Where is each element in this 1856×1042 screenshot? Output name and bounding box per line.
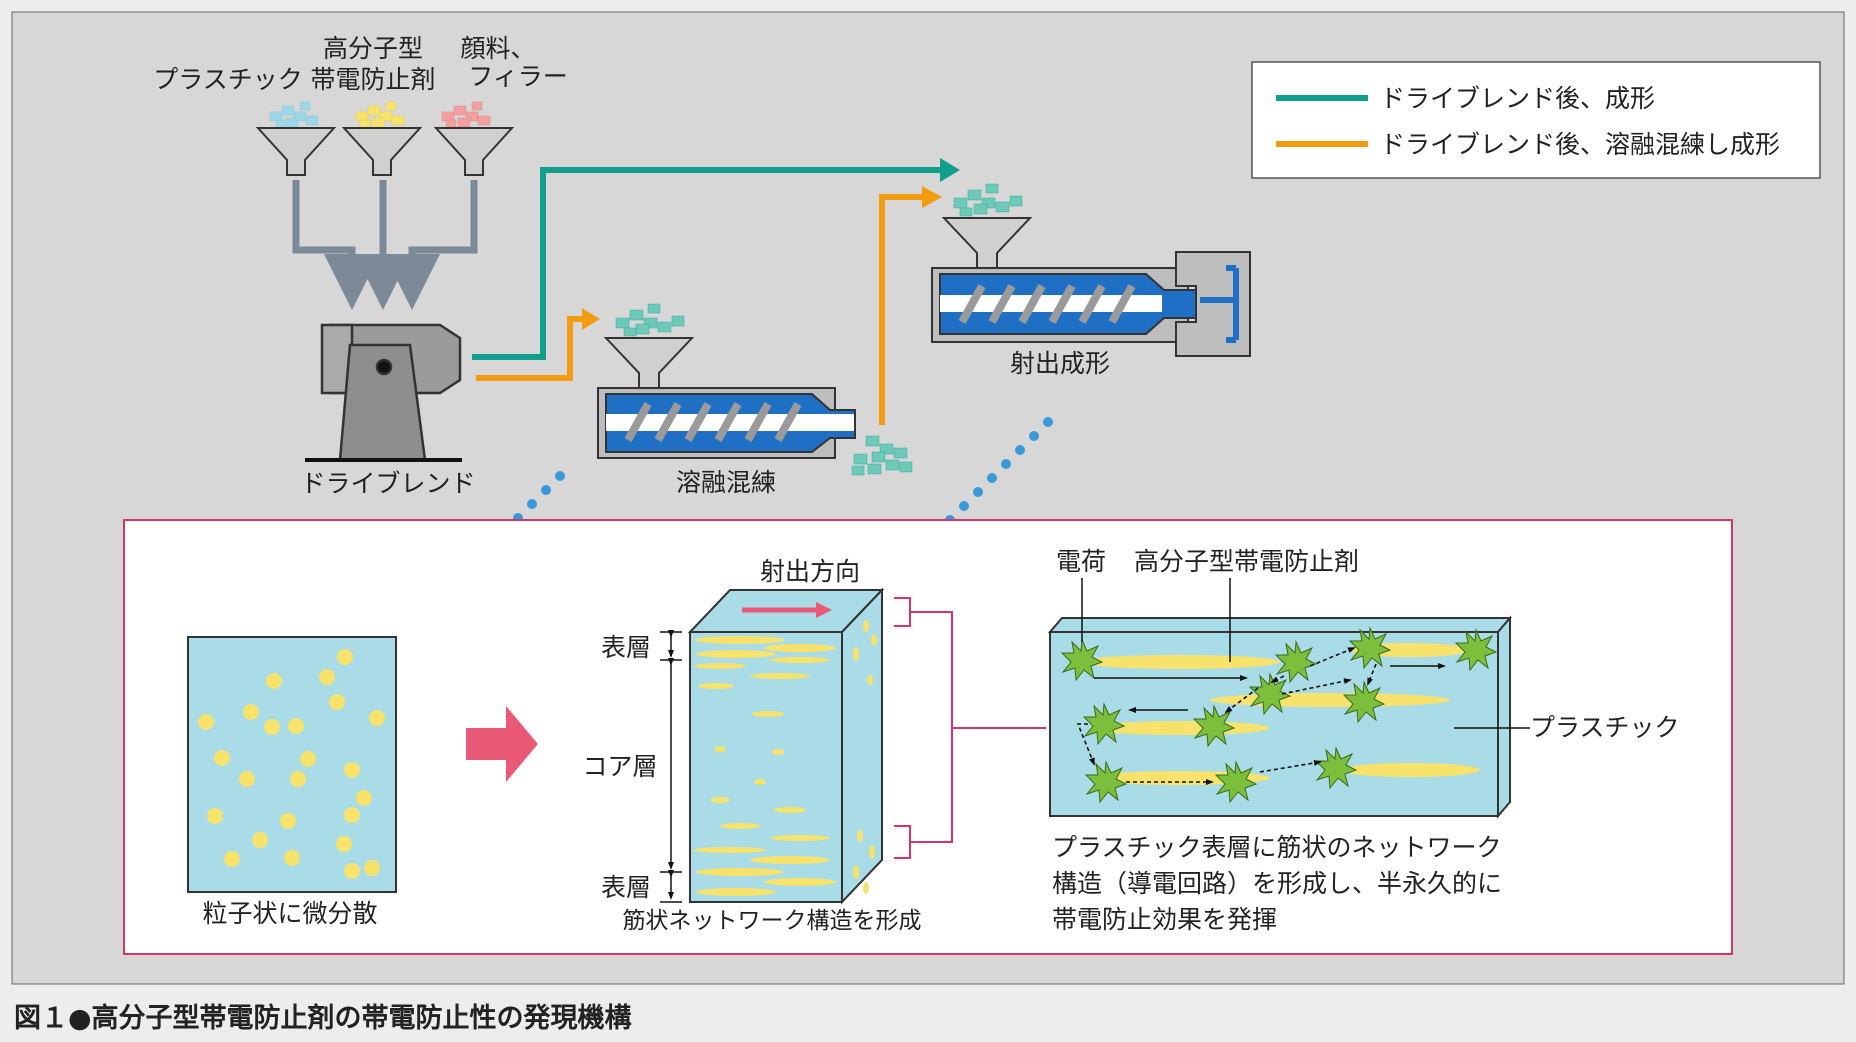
hopper-antistatic [341,127,423,176]
network-caption: 筋状ネットワーク構造を形成 [623,908,922,934]
surface-bottom-label: 表層 [601,873,651,902]
orange-flow-line-1 [476,316,585,381]
surface-top-label: 表層 [601,633,651,662]
injection-direction-label: 射出方向 [760,557,860,586]
zoom-label-leaders [1081,578,1530,729]
melt-kneader-machine [597,387,856,459]
input-antistatic-label-1: 高分子型 [323,34,423,63]
charge-markers [1060,626,1498,804]
kneader-input-pellets [615,303,685,337]
charge-label: 電荷 [1056,547,1106,576]
antistatic-agent-label: 高分子型帯電防止剤 [1134,547,1359,576]
hopper-plastic [255,127,337,176]
injection-molding-label: 射出成形 [1010,349,1110,378]
mechanism-diagram: プラスチック 高分子型 帯電防止剤 顔料、 フィラー ドライブレンド [11,11,1845,985]
antistatic-pellets [355,101,405,128]
input-antistatic-label-2: 帯電防止剤 [310,65,435,94]
dispersed-particles [198,649,385,879]
orange-flow-arrowhead-1 [582,308,600,330]
input-plastic-label: プラスチック [153,65,303,94]
legend-label-orange: ドライブレンド後、溶融混練し成形 [1380,130,1780,159]
orange-flow-line-2 [879,194,925,425]
hopper-pigment [433,127,515,176]
zoom-brackets [894,597,1046,859]
transition-arrow [466,706,538,782]
molded-block-stripes [694,620,877,896]
dry-blend-label: ドライブレンド [300,469,475,498]
kneader-output-pellets [851,435,913,476]
core-label: コア層 [582,752,657,781]
input-flow-arrows [292,180,478,310]
input-pigment-label-1: 顔料、 [460,34,535,63]
legend-label-teal: ドライブレンド後、成形 [1380,84,1655,113]
dry-blender-machine [305,323,462,462]
injection-input-pellets [953,183,1023,217]
legend: ドライブレンド後、成形 ドライブレンド後、溶融混練し成形 [1251,61,1821,179]
orange-flow-arrowhead-2 [922,186,942,208]
melt-kneading-label: 溶融混練 [676,468,776,497]
description-line-2: 構造（導電回路）を形成し、半永久的に [1052,869,1502,898]
injection-molding-machine [931,251,1251,357]
layer-dimension-lines [660,630,682,903]
plastic-label: プラスチック [1530,713,1680,742]
dispersed-caption: 粒子状に微分散 [202,899,377,928]
description-line-1: プラスチック表層に筋状のネットワーク [1052,833,1502,862]
teal-flow-arrowhead [940,158,960,182]
teal-flow-line [472,167,942,360]
pigment-pellets [441,101,491,128]
description-line-3: 帯電防止効果を発揮 [1052,905,1277,934]
input-pigment-label-2: フィラー [468,62,568,91]
charge-paths [1076,647,1446,785]
figure-caption: 図１●高分子型帯電防止剤の帯電防止性の発現機構 [14,1003,632,1034]
